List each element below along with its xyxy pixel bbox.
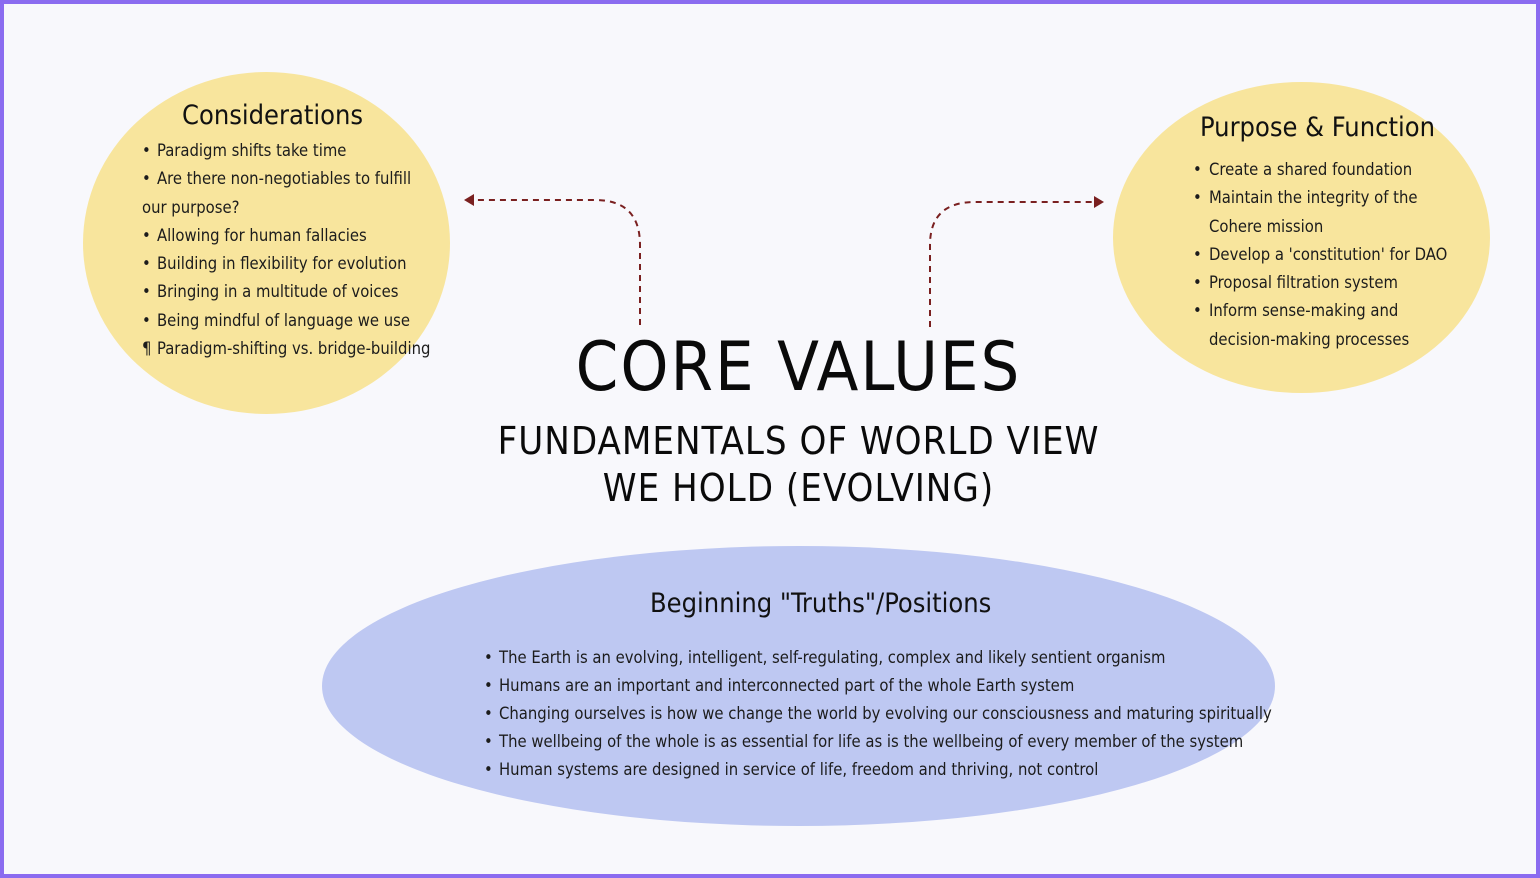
list-item: •Being mindful of language we use bbox=[142, 310, 411, 330]
list-item: Cohere mission bbox=[1209, 216, 1324, 236]
list-item: decision-making processes bbox=[1209, 329, 1410, 349]
list-item: •Changing ourselves is how we change the… bbox=[484, 704, 1272, 723]
list-item: •Inform sense-making and bbox=[1193, 301, 1399, 321]
considerations-bubble bbox=[83, 72, 450, 414]
list-item: •Create a shared foundation bbox=[1193, 160, 1413, 179]
purpose-bubble bbox=[1113, 82, 1490, 393]
list-item: •Develop a 'constitution' for DAO bbox=[1193, 244, 1448, 264]
considerations-list: •Paradigm shifts take time •Are there no… bbox=[142, 137, 452, 363]
list-item: •The Earth is an evolving, intelligent, … bbox=[484, 648, 1166, 667]
subtitle-line: FUNDAMENTALS OF WORLD VIEW bbox=[497, 419, 1100, 463]
core-values-title: CORE VALUES bbox=[575, 328, 1022, 407]
pilcrow-icon: ¶ bbox=[142, 339, 152, 359]
list-item: ¶Paradigm-shifting vs. bridge-building bbox=[142, 335, 452, 363]
list-item: •Paradigm shifts take time bbox=[142, 141, 347, 160]
list-item: •Human systems are designed in service o… bbox=[484, 760, 1099, 779]
list-item: •Bringing in a multitude of voices bbox=[142, 282, 399, 302]
considerations-title: Considerations bbox=[182, 100, 364, 131]
list-item: •Allowing for human fallacies bbox=[142, 225, 367, 245]
list-item: •The wellbeing of the whole is as essent… bbox=[484, 732, 1244, 751]
list-item: •Building in flexibility for evolution bbox=[142, 254, 407, 274]
truths-title: Beginning "Truths"/Positions bbox=[650, 588, 992, 619]
list-item: •Are there non-negotiables to fulfill bbox=[142, 169, 412, 189]
list-item: our purpose? bbox=[142, 197, 240, 217]
core-values-subtitle: FUNDAMENTALS OF WORLD VIEW WE HOLD (EVOL… bbox=[0, 418, 1540, 512]
list-item: •Proposal filtration system bbox=[1193, 273, 1398, 293]
list-item: •Maintain the integrity of the bbox=[1193, 188, 1418, 208]
purpose-list: •Create a shared foundation •Maintain th… bbox=[1193, 156, 1473, 354]
truths-list: •The Earth is an evolving, intelligent, … bbox=[484, 644, 1272, 784]
truths-bubble bbox=[322, 546, 1275, 826]
subtitle-line: WE HOLD (EVOLVING) bbox=[602, 466, 995, 510]
list-item: •Humans are an important and interconnec… bbox=[484, 676, 1075, 695]
purpose-title: Purpose & Function bbox=[1200, 112, 1435, 143]
